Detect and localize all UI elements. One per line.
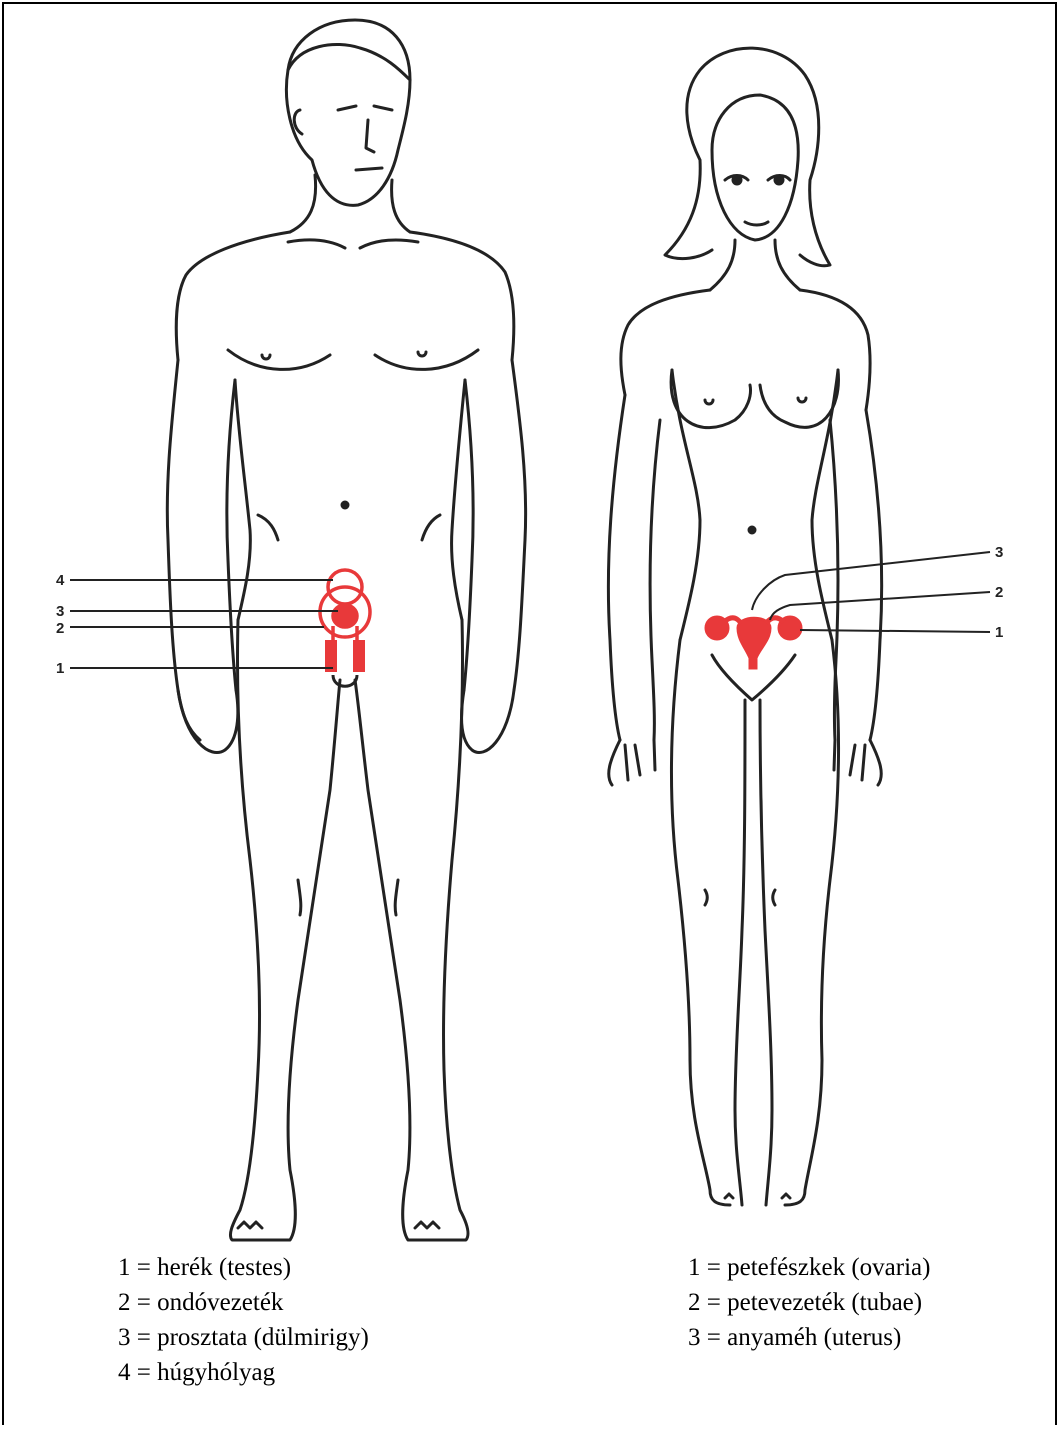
male-left-hand [178,690,238,753]
female-left-hand [609,740,655,785]
male-right-arm [464,360,526,690]
male-nose-mouth [356,120,382,170]
male-callout-4: 4 [56,572,65,589]
male-legend-item: 3 = prosztata (dülmirigy) [118,1320,369,1355]
male-legend-item: 2 = ondóvezeték [118,1285,369,1320]
female-mouth [745,222,768,225]
male-collarbones [288,240,418,248]
male-figure [167,20,525,1240]
male-toes [238,1222,439,1228]
female-eye-left [733,176,741,184]
male-brows [338,106,392,110]
female-organs [706,617,801,668]
male-legend-item: 1 = herék (testes) [118,1250,369,1285]
female-legend-item: 3 = anyaméh (uterus) [688,1320,930,1355]
male-left-arm [167,360,236,740]
female-eye-right [775,176,783,184]
female-right-leg [760,640,839,1205]
male-hair [288,44,410,80]
female-legend-item: 1 = petefészkek (ovaria) [688,1250,930,1285]
female-neck [710,240,800,290]
male-torso [176,232,513,360]
female-callout-1: 1 [995,624,1003,641]
male-callout-2: 2 [56,620,64,637]
male-hip-lines [258,515,440,540]
female-navel [749,527,755,533]
male-right-leg [355,620,468,1240]
female-nipples [705,398,806,404]
male-head [286,20,410,205]
female-right-hand [834,740,881,785]
female-breasts [671,370,838,428]
male-left-leg [230,620,340,1240]
female-callout-line-3 [752,552,990,610]
male-prostate [333,605,357,627]
female-hair [665,48,830,266]
female-callout-3: 3 [995,544,1003,561]
male-ear [294,110,302,134]
female-callout-2: 2 [995,584,1003,601]
female-left-arm [608,395,660,740]
male-scrotum [333,675,357,686]
female-legend: 1 = petefészkek (ovaria) 2 = petevezeték… [688,1250,930,1355]
male-callout-1: 1 [56,660,64,677]
female-uterus [738,618,770,668]
male-testis-right [353,640,365,672]
female-left-leg [671,640,745,1205]
male-callout-3: 3 [56,603,64,620]
male-legend-item: 4 = húgyhólyag [118,1355,369,1390]
male-neck [290,175,410,232]
female-toes [725,1194,790,1198]
male-legend: 1 = herék (testes) 2 = ondóvezeték 3 = p… [118,1250,369,1390]
female-legend-item: 2 = petevezeték (tubae) [688,1285,930,1320]
male-nipples [262,352,426,359]
male-waist [235,380,465,620]
female-shoulders [621,290,870,410]
male-right-hand [462,690,514,753]
male-navel [342,502,348,508]
female-face [712,95,798,240]
